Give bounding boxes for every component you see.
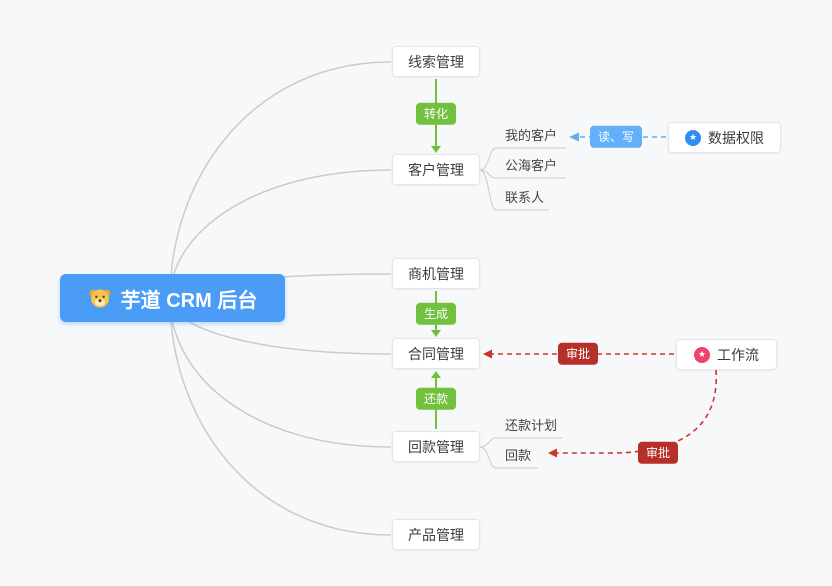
arrow-read-write-head	[569, 132, 579, 142]
link-root-leads	[169, 61, 392, 299]
arrow-convert-head	[431, 146, 441, 153]
data-permission-label: 数据权限	[708, 129, 764, 146]
customer-child-link-3	[479, 169, 497, 211]
node-product-management: 产品管理	[392, 519, 480, 550]
star-icon: ★	[685, 129, 701, 146]
arrow-generate-head	[431, 330, 441, 337]
badge-generate: 生成	[415, 302, 457, 326]
child-public-customers: 公海客户	[505, 158, 558, 173]
child-receivable: 回款	[505, 448, 532, 463]
node-contract-management: 合同管理	[392, 338, 480, 369]
star-icon: ★	[694, 346, 710, 363]
dog-icon	[89, 289, 111, 308]
child-repayment-plan: 还款计划	[505, 418, 558, 433]
node-lead-management: 线索管理	[392, 46, 480, 77]
node-data-permission: ★ 数据权限	[668, 122, 781, 153]
star-glyph: ★	[697, 349, 707, 359]
link-root-receivable	[169, 297, 392, 448]
arrow-repay-head	[431, 371, 441, 378]
workflow-label: 工作流	[717, 346, 759, 363]
badge-convert: 转化	[415, 102, 457, 126]
badge-read-write: 读、写	[589, 125, 643, 149]
root-node: 芋道 CRM 后台	[60, 274, 285, 322]
badge-repay: 还款	[415, 387, 457, 411]
badge-approve-contract: 审批	[557, 342, 599, 366]
node-customer-management: 客户管理	[392, 154, 480, 185]
link-root-customers	[169, 169, 392, 299]
arrow-approve-contract-head	[483, 349, 492, 359]
node-workflow: ★ 工作流	[676, 339, 777, 370]
arrow-approve-receivable-head	[548, 448, 557, 458]
badge-approve-receivable: 审批	[637, 441, 679, 465]
node-receivable-management: 回款管理	[392, 431, 480, 462]
root-label: 芋道 CRM 后台	[120, 289, 258, 312]
receivable-child-link-2	[479, 446, 497, 469]
arrow-approve-receivable-curve	[557, 369, 718, 454]
receivable-child-link-1	[479, 437, 497, 448]
node-opportunity-management: 商机管理	[392, 258, 480, 289]
child-contacts: 联系人	[505, 190, 545, 205]
link-root-product	[169, 297, 392, 536]
child-my-customers: 我的客户	[505, 128, 558, 143]
star-glyph: ★	[688, 132, 698, 142]
customer-child-link-1	[479, 147, 497, 171]
